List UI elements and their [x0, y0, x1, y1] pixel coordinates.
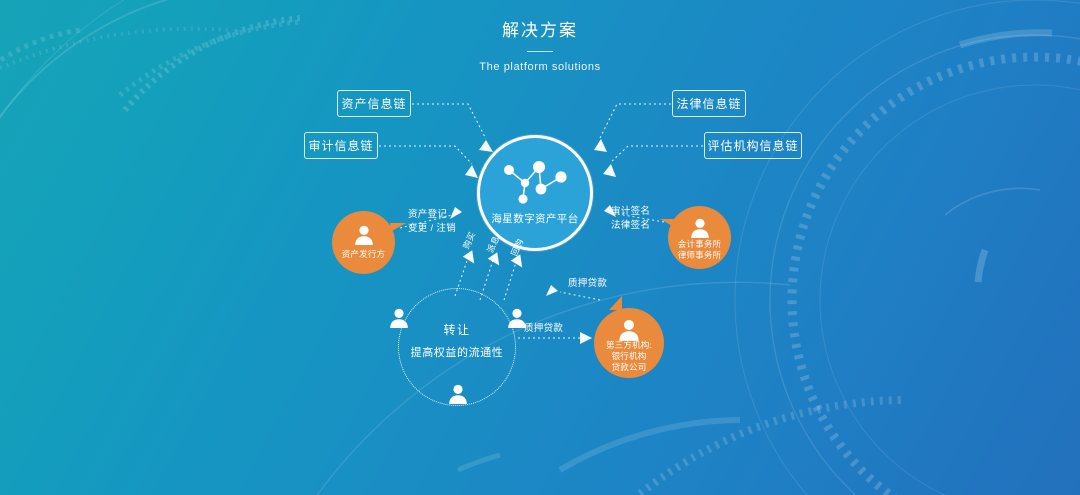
firm-bubble-tail — [660, 219, 676, 228]
caption-signatures: 审计签名 法律签名 — [611, 206, 651, 231]
platform-hub-node[interactable]: 海星数字资产平台 — [477, 135, 593, 251]
transfer-ring: 转让 提高权益的流通性 — [390, 288, 526, 406]
page-title-block: 解决方案 The platform solutions — [0, 20, 1080, 74]
chain-box-appraisal[interactable]: 评估机构信息链 — [704, 132, 802, 159]
flow-label-buy: 购买 — [460, 229, 478, 251]
page-title: 解决方案 — [502, 21, 578, 40]
issuer-bubble-tail — [390, 223, 406, 232]
page-subtitle: The platform solutions — [479, 61, 601, 73]
chain-box-audit[interactable]: 审计信息链 — [304, 132, 378, 159]
actor-label-thirdparty: 第三方机构: 银行机构 贷款公司 — [605, 340, 653, 372]
transfer-description: 提高权益的流通性 — [410, 347, 504, 359]
hub-label: 海星数字资产平台 — [491, 213, 579, 225]
network-nodes-icon — [504, 161, 567, 204]
chain-box-asset[interactable]: 资产信息链 — [337, 90, 411, 117]
actor-label-issuer: 资产发行方 — [341, 249, 386, 259]
person-icon — [690, 218, 709, 238]
caption-pledge-loan-lower: 质押贷款 — [524, 323, 564, 334]
actor-label-firm: 会计事务所 律师事务所 — [677, 239, 722, 260]
person-icon — [449, 384, 467, 404]
caption-asset-registration: 资产登记 变更 / 注销 — [408, 209, 457, 234]
person-icon — [390, 308, 408, 328]
actor-accounting-law-firm[interactable]: 会计事务所 律师事务所 — [668, 206, 731, 269]
actor-asset-issuer[interactable]: 资产发行方 — [332, 211, 395, 274]
caption-pledge-loan-upper: 质押贷款 — [568, 278, 608, 289]
person-icon — [619, 319, 639, 341]
transfer-title: 转让 — [443, 323, 471, 337]
person-icon — [354, 225, 373, 245]
actor-third-party-institution[interactable]: 第三方机构: 银行机构 贷款公司 — [594, 308, 664, 378]
flow-label-dividend: 派息 — [484, 233, 502, 255]
person-icon — [508, 308, 526, 328]
thirdparty-bubble-tail — [609, 296, 622, 310]
chain-box-legal[interactable]: 法律信息链 — [672, 90, 746, 117]
title-divider — [527, 51, 553, 52]
